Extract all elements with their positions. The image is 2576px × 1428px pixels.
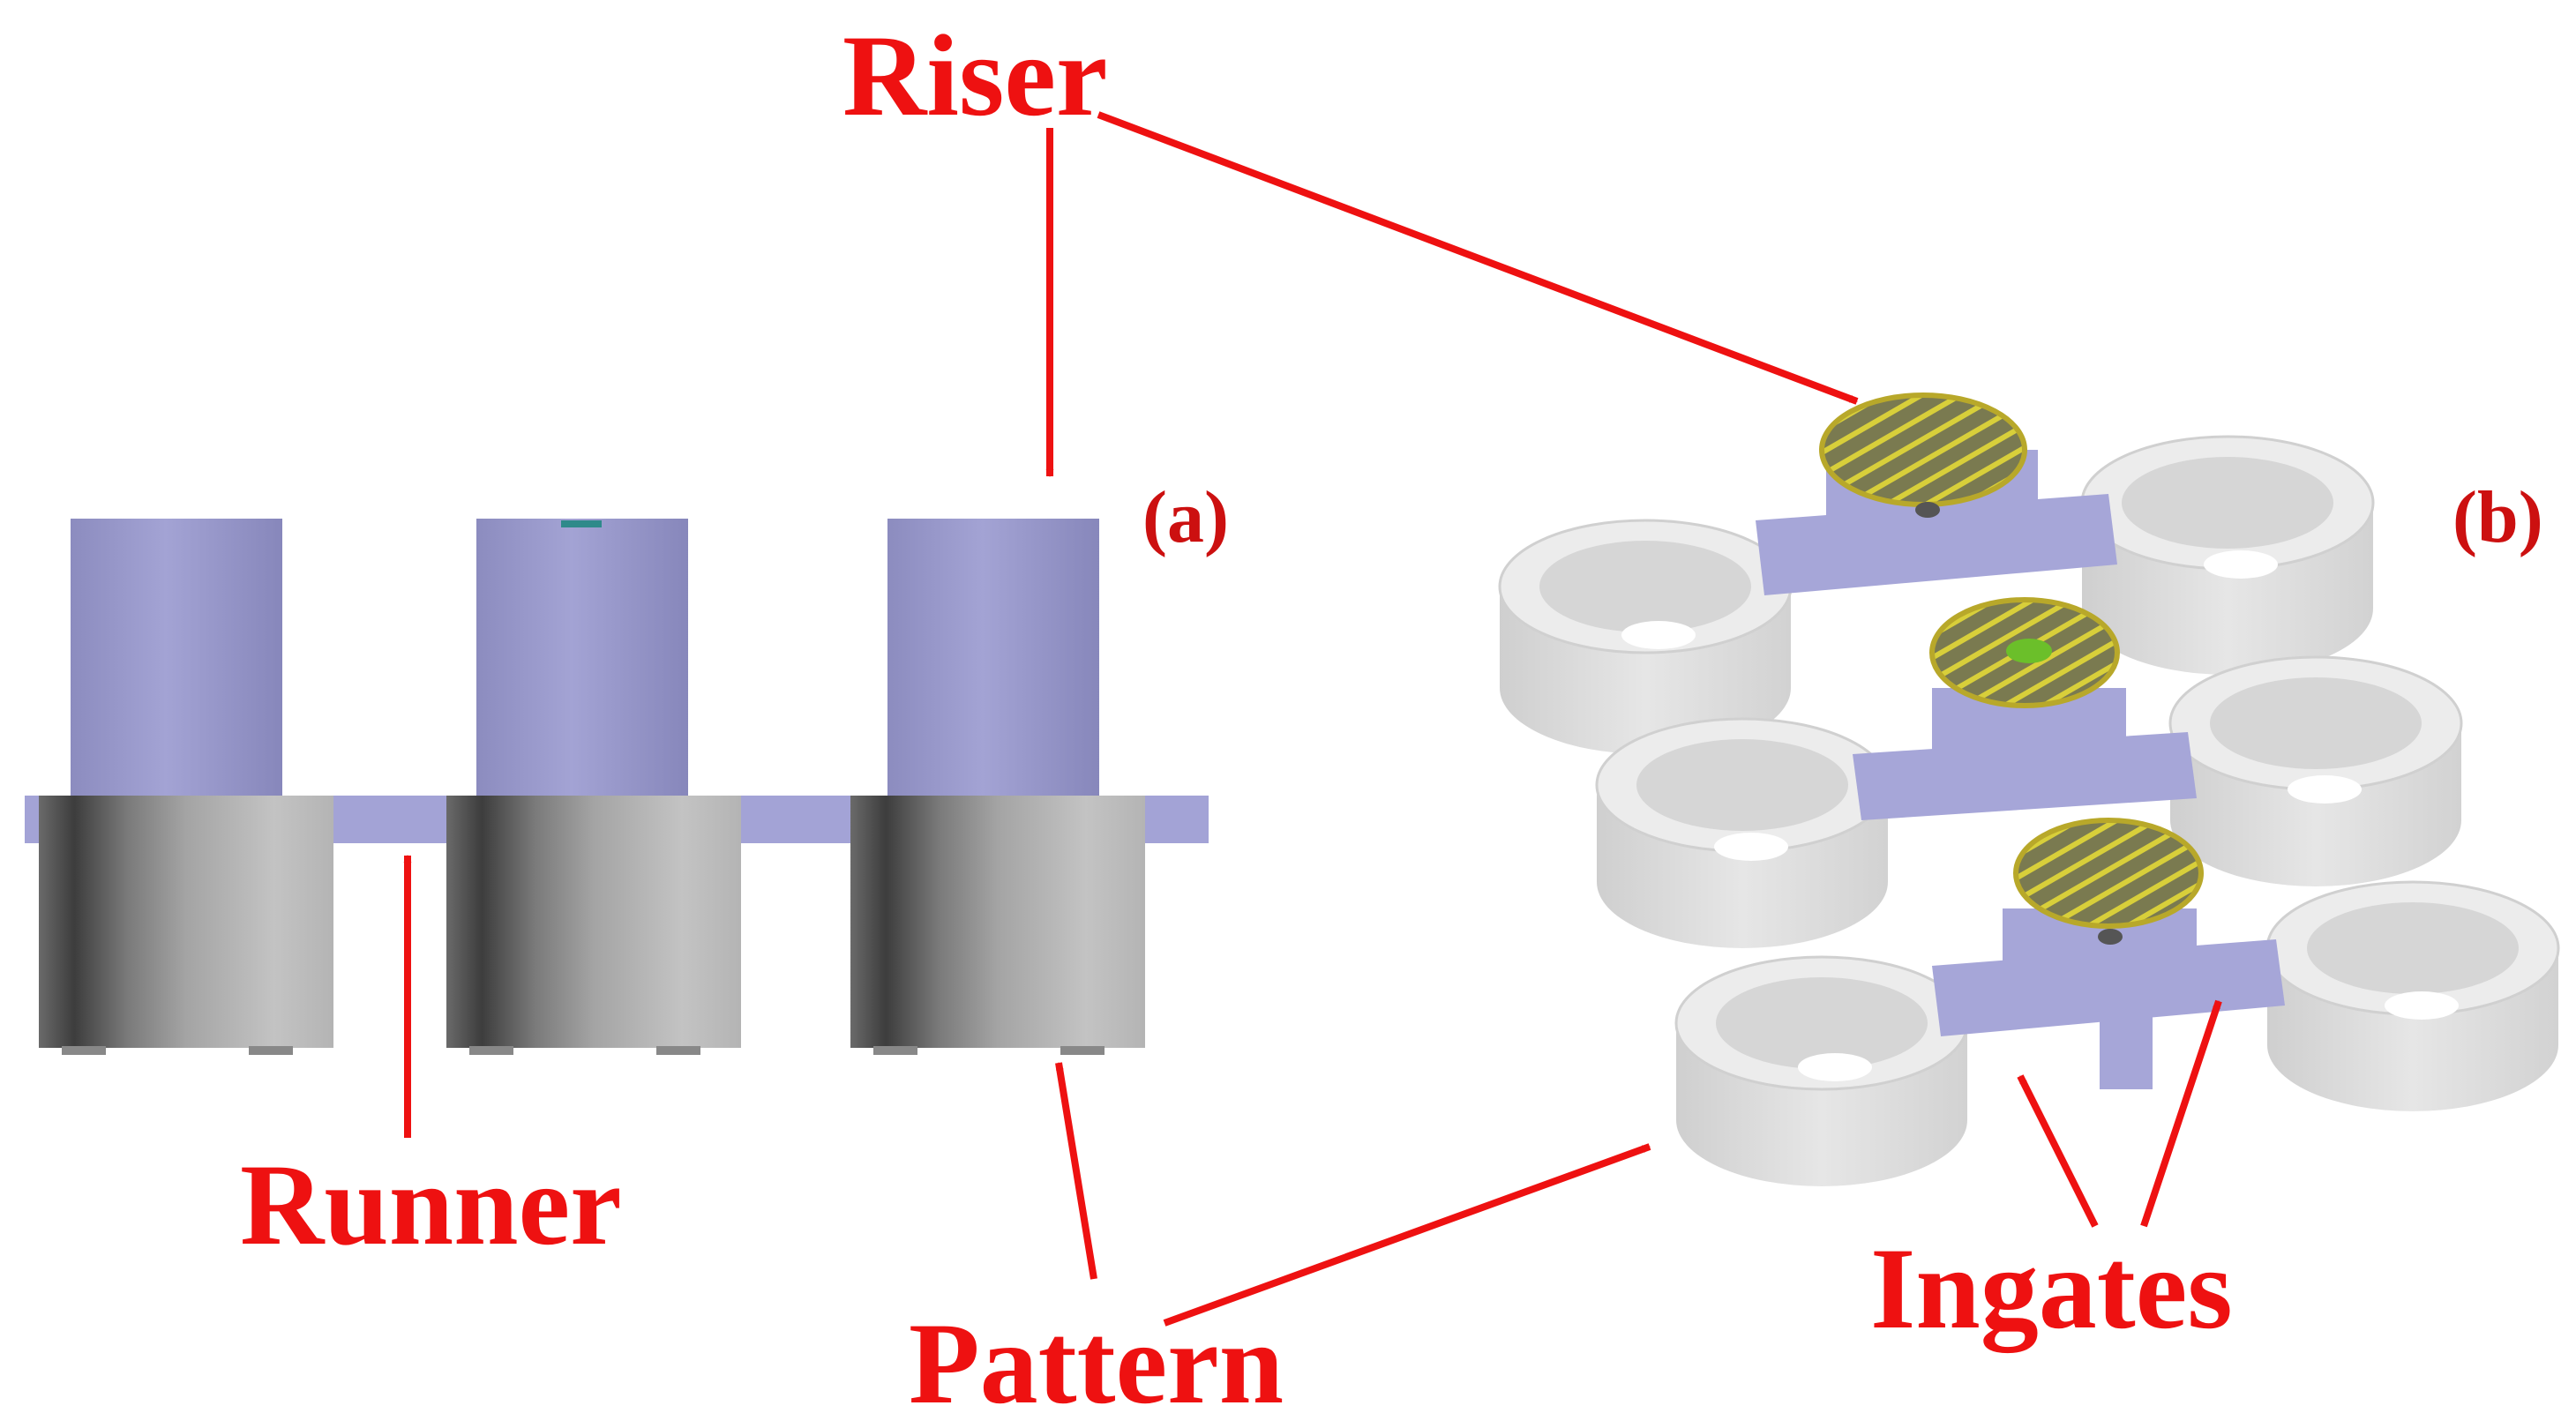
iso-pattern-2 [2080, 435, 2375, 675]
annotation-arrows [403, 111, 2222, 1327]
isometric-view [1498, 393, 2560, 1186]
pattern-3 [850, 796, 1145, 1055]
ingates-arrow-b [2140, 999, 2222, 1228]
riser-3 [887, 519, 1099, 797]
pattern-1 [39, 796, 333, 1055]
iso-pattern-1 [1498, 519, 1793, 754]
ingates-label: Ingates [1870, 1223, 2233, 1353]
pattern-2 [446, 796, 741, 1055]
pattern-arrow-a [1055, 1062, 1097, 1280]
riser-1 [71, 519, 282, 797]
iso-pattern-6 [2265, 880, 2560, 1111]
panel-a-label: (a) [1142, 476, 1229, 558]
pattern-label: Pattern [909, 1298, 1284, 1428]
riser-arrow-b [1097, 111, 1859, 405]
riser-label: Riser [842, 11, 1108, 140]
front-view [25, 519, 1209, 1055]
runner-label: Runner [240, 1140, 622, 1269]
iso-riser-2 [1929, 597, 2120, 708]
ingates-arrow-a [2017, 1074, 2099, 1228]
pattern-arrow-b [1163, 1143, 1651, 1327]
iso-runner-3 [1932, 908, 2285, 1089]
iso-runner-2 [1853, 688, 2197, 820]
panel-b-label: (b) [2452, 476, 2543, 558]
iso-pattern-5 [1674, 955, 1969, 1186]
iso-riser-1 [1819, 393, 2027, 518]
iso-pattern-3 [1595, 717, 1890, 948]
iso-pattern-4 [2168, 655, 2463, 886]
iso-riser-3 [2013, 818, 2204, 945]
riser-2 [476, 519, 688, 797]
